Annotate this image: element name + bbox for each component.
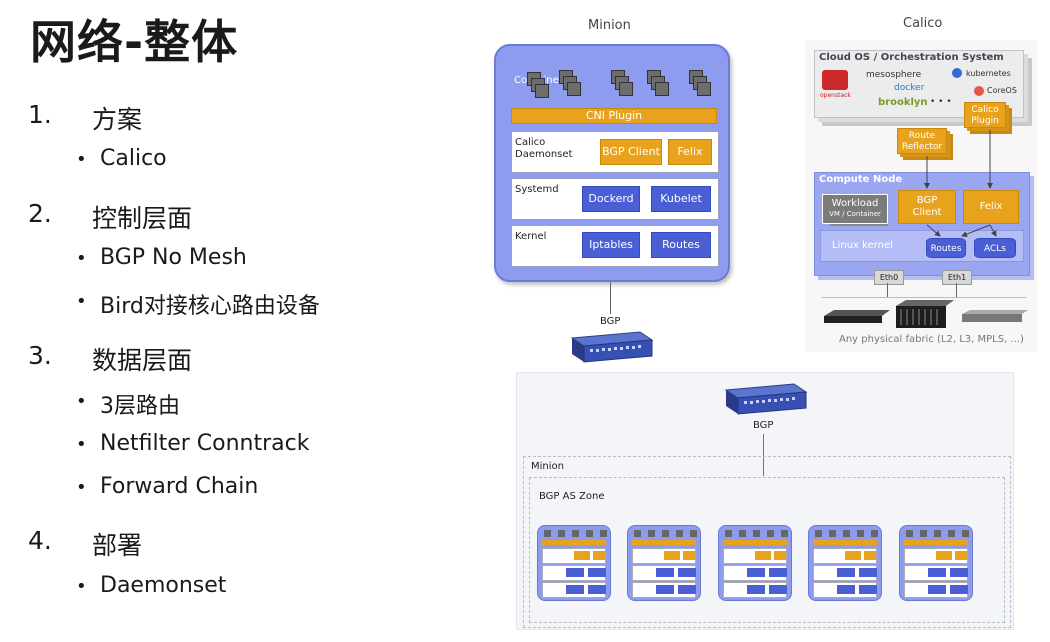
acls-db: ACLs: [974, 238, 1016, 258]
bullet-bgp-no-mesh: BGP No Mesh: [100, 245, 247, 270]
minion-zone-label: Minion: [531, 461, 564, 472]
workload-box: Workload VM / Container: [822, 194, 888, 224]
bullet-dot: •: [76, 434, 87, 455]
felix-box: Felix: [668, 139, 712, 165]
bullet-dot: •: [76, 248, 87, 269]
hardware-icons: [824, 300, 1028, 328]
cloud-os-label: Cloud OS / Orchestration System: [819, 52, 1004, 63]
section-2-number: 2.: [28, 199, 52, 228]
bullet-l3-routing: 3层路由: [100, 394, 180, 419]
section-4-label: 部署: [92, 531, 143, 560]
bullet-forward-chain: Forward Chain: [100, 474, 259, 499]
bullet-dot: •: [76, 477, 87, 498]
section-3-label: 数据层面: [92, 346, 193, 375]
openstack-logo-icon: [822, 70, 848, 90]
bgp-as-zone-label: BGP AS Zone: [539, 491, 605, 502]
minion-diagram-title: Minion: [588, 18, 631, 33]
minion-node-5: [899, 525, 973, 601]
kubernetes-label: kubernetes: [966, 69, 1011, 78]
minion-bgp-link: [610, 282, 611, 314]
bullet-calico: Calico: [100, 146, 167, 171]
minion-node-4: [808, 525, 882, 601]
eth1-port: Eth1: [942, 270, 972, 285]
section-1-number: 1.: [28, 100, 52, 129]
openstack-label: openstack: [820, 92, 851, 99]
kernel-label: Kernel: [515, 231, 547, 242]
container-stacks: [527, 70, 723, 104]
bullet-bird: Bird对接核心路由设备: [100, 294, 320, 319]
bullet-dot: •: [76, 391, 87, 412]
docker-label: docker: [894, 83, 925, 93]
switch-icon: [570, 331, 654, 363]
section-3-number: 3.: [28, 341, 52, 370]
kubernetes-logo-icon: [952, 68, 962, 78]
bullet-daemonset: Daemonset: [100, 573, 227, 598]
cni-plugin: CNI Plugin: [511, 108, 717, 124]
ellipsis-label: • • •: [930, 97, 952, 107]
section-1-label: 方案: [92, 105, 143, 134]
coreos-label: CoreOS: [987, 86, 1017, 95]
mesosphere-label: mesosphere: [866, 70, 922, 80]
calico-arrows: [924, 130, 997, 237]
bullet-dot: •: [76, 576, 87, 597]
minion-node-1: [537, 525, 611, 601]
minion-node-2: [627, 525, 701, 601]
minion-bgp-label: BGP: [600, 316, 621, 327]
routes-box: Routes: [651, 232, 711, 258]
minion-zone: [523, 456, 1011, 628]
bullet-netfilter: Netfilter Conntrack: [100, 431, 310, 456]
core-bgp-label: BGP: [753, 420, 774, 431]
core-switch-icon: [724, 383, 808, 415]
brooklyn-label: brooklyn: [878, 97, 928, 108]
compute-node-label: Compute Node: [819, 174, 903, 185]
kubelet-box: Kubelet: [651, 186, 711, 212]
bullet-dot: •: [76, 291, 87, 312]
linux-kernel-label: Linux kernel: [832, 240, 893, 251]
fabric-label: Any physical fabric (L2, L3, MPLS, ...): [839, 334, 1024, 345]
calico-felix-box: Felix: [963, 190, 1019, 224]
page-title: 网络-整体: [30, 15, 239, 69]
systemd-label: Systemd: [515, 184, 559, 195]
coreos-logo-icon: [974, 86, 984, 96]
core-link: [763, 434, 764, 476]
minion-node-3: [718, 525, 792, 601]
bgp-as-zone: [529, 477, 1005, 623]
bullet-dot: •: [76, 149, 87, 170]
section-4-number: 4.: [28, 526, 52, 555]
eth0-port: Eth0: [874, 270, 904, 285]
bgp-client-box: BGP Client: [600, 139, 662, 165]
dockerd-box: Dockerd: [582, 186, 640, 212]
routes-db: Routes: [926, 238, 966, 258]
calico-diagram-title: Calico: [903, 16, 943, 31]
section-2-label: 控制层面: [92, 204, 193, 233]
iptables-box: Iptables: [582, 232, 640, 258]
